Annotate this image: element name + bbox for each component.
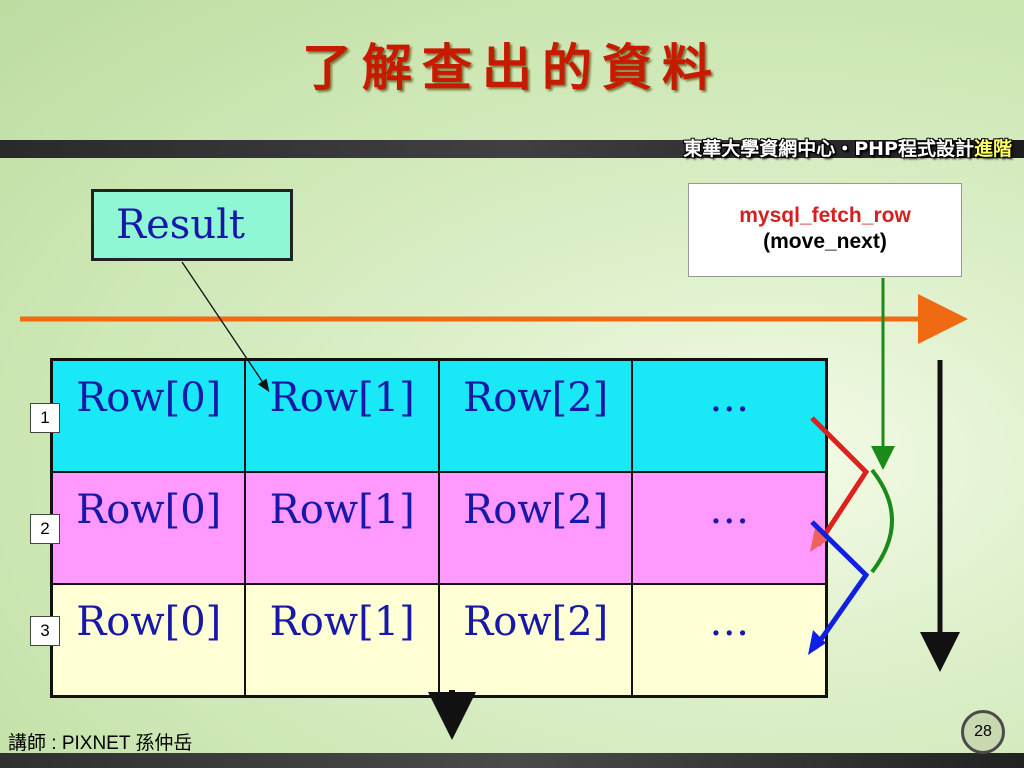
header-org-label: 東華大學資網中心・PHP程式設計進階 bbox=[683, 135, 1012, 163]
table-cell: … bbox=[631, 583, 828, 698]
table-cell: Row[0] bbox=[50, 583, 247, 698]
header-bar bbox=[0, 140, 1024, 158]
table-cell: … bbox=[631, 470, 828, 586]
blue-step-arrowhead bbox=[808, 630, 826, 655]
org-accent: 進階 bbox=[973, 138, 1012, 160]
fetch-subtitle: (move_next) bbox=[763, 230, 887, 253]
row-number-badge: 2 bbox=[30, 514, 60, 544]
red-step-arrow bbox=[810, 416, 870, 547]
table-cell: Row[1] bbox=[244, 470, 440, 586]
table-cell: Row[2] bbox=[437, 583, 634, 698]
blue-step-arrow bbox=[810, 520, 870, 650]
table-cell: Row[1] bbox=[244, 583, 440, 698]
fetch-row-box: mysql_fetch_row (move_next) bbox=[688, 183, 962, 277]
result-table: Row[0] Row[1] Row[2] … Row[0] Row[1] Row… bbox=[50, 358, 828, 698]
table-row: Row[0] Row[1] Row[2] … bbox=[50, 358, 828, 473]
org-text: 東華大學資網中心・PHP程式設計 bbox=[683, 138, 974, 160]
table-row: Row[0] Row[1] Row[2] … bbox=[50, 470, 828, 586]
result-box: Result bbox=[91, 189, 293, 261]
page-number-badge: 28 bbox=[961, 710, 1005, 754]
table-cell: Row[0] bbox=[50, 358, 247, 473]
footer-credit: 講師 : PIXNET 孫仲岳 bbox=[8, 733, 193, 754]
table-row: Row[0] Row[1] Row[2] … bbox=[50, 583, 828, 698]
green-bracket bbox=[870, 468, 894, 574]
table-cell: Row[0] bbox=[50, 470, 247, 586]
table-cell: Row[1] bbox=[244, 358, 440, 473]
red-step-arrowhead bbox=[810, 528, 828, 552]
slide-title: 了解查出的資料 bbox=[302, 39, 722, 97]
fetch-function-name: mysql_fetch_row bbox=[739, 204, 911, 227]
row-number-badge: 1 bbox=[30, 403, 60, 433]
result-pointer-line bbox=[181, 261, 270, 393]
table-cell: … bbox=[631, 358, 828, 473]
footer-bar bbox=[0, 753, 1024, 768]
table-cell: Row[2] bbox=[437, 358, 634, 473]
table-cell: Row[2] bbox=[437, 470, 634, 586]
row-number-badge: 3 bbox=[30, 616, 60, 646]
